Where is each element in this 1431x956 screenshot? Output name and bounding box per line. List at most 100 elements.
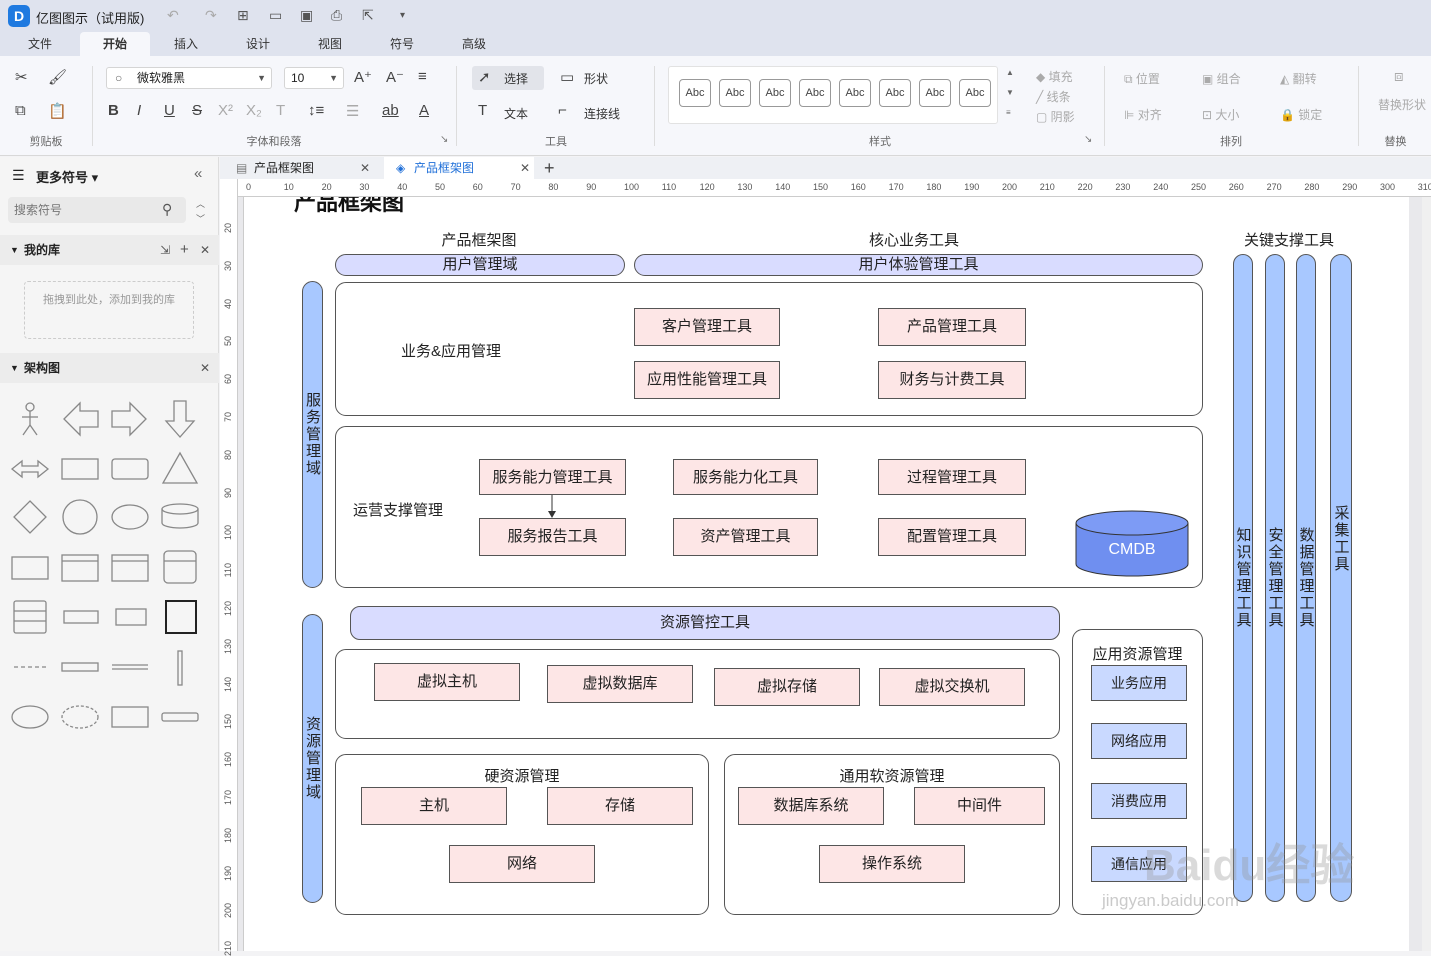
collapse-panel-icon[interactable]: «: [194, 165, 203, 182]
lock-button[interactable]: 🔒 锁定: [1280, 108, 1323, 122]
gallery-down-icon[interactable]: ▼: [1006, 88, 1014, 97]
virtual-switch-box[interactable]: 虚拟交换机: [879, 668, 1025, 706]
ux-tools-bar[interactable]: 用户体验管理工具: [634, 254, 1203, 276]
font-name-select[interactable]: 微软雅黑 ○ ▼: [106, 67, 272, 89]
paste-icon[interactable]: 📋: [48, 103, 67, 120]
virtual-host-box[interactable]: 虚拟主机: [374, 663, 520, 701]
align-text-icon[interactable]: ≡: [418, 68, 427, 85]
communication-app-box[interactable]: 通信应用: [1091, 846, 1187, 882]
bar-shape[interactable]: [61, 662, 99, 672]
finance-tool-box[interactable]: 财务与计费工具: [878, 361, 1026, 399]
export-icon[interactable]: ⇱: [362, 7, 374, 23]
my-library-header[interactable]: ▼ 我的库 ⇲ + ✕: [0, 235, 219, 265]
close-icon[interactable]: ✕: [200, 243, 211, 257]
header-key-support[interactable]: 关键支撑工具: [1243, 232, 1334, 249]
database-system-box[interactable]: 数据库系统: [738, 787, 884, 825]
panel-shape[interactable]: [111, 554, 149, 582]
container-shape[interactable]: [163, 550, 197, 584]
text-case-icon[interactable]: T: [276, 102, 286, 119]
rounded-rectangle-shape[interactable]: [111, 458, 149, 480]
window-shape[interactable]: [61, 554, 99, 582]
storage-box[interactable]: 存储: [547, 787, 693, 825]
bullet-list-icon[interactable]: ☰: [346, 103, 360, 120]
down-arrow-shape[interactable]: [164, 400, 196, 438]
tab-advanced[interactable]: 高级: [461, 37, 486, 51]
service-report-box[interactable]: 服务报告工具: [479, 518, 626, 556]
line-button[interactable]: ╱ 线条: [1036, 90, 1071, 104]
ellipse-shape[interactable]: [111, 504, 149, 530]
search-icon[interactable]: ⚲: [162, 201, 173, 217]
save-icon[interactable]: ▣: [300, 7, 314, 23]
copy-icon[interactable]: ⧉: [15, 102, 26, 119]
service-capability-mgmt-box[interactable]: 服务能力管理工具: [479, 459, 626, 495]
undo-icon[interactable]: ↶: [167, 7, 179, 23]
process-mgmt-box[interactable]: 过程管理工具: [878, 459, 1026, 495]
text-tool-button[interactable]: T 文本: [478, 102, 529, 121]
resource-control-bar[interactable]: 资源管控工具: [350, 606, 1060, 640]
subscript-icon[interactable]: X₂: [246, 102, 262, 119]
format-painter-icon[interactable]: 🖌: [48, 69, 68, 86]
font-dialog-launcher-icon[interactable]: ↘: [440, 134, 449, 145]
vertical-scrollbar[interactable]: [1422, 197, 1431, 951]
style-dialog-launcher-icon[interactable]: ↘: [1084, 134, 1093, 145]
hardware-resource-panel[interactable]: [335, 754, 709, 915]
tab-insert[interactable]: 插入: [173, 37, 198, 51]
virtual-storage-box[interactable]: 虚拟存储: [714, 668, 860, 706]
left-arrow-shape[interactable]: [63, 401, 99, 437]
virtual-database-box[interactable]: 虚拟数据库: [547, 665, 693, 703]
quick-access-dropdown-icon[interactable]: ▾: [400, 10, 406, 21]
architecture-section-header[interactable]: ▼ 架构图 ✕: [0, 353, 219, 383]
header-core-business[interactable]: 核心业务工具: [868, 232, 959, 249]
style-swatch[interactable]: Abc: [719, 79, 751, 107]
triangle-shape[interactable]: [161, 451, 199, 484]
underline-icon[interactable]: U: [164, 102, 175, 119]
close-icon[interactable]: ✕: [200, 361, 211, 375]
tab-file[interactable]: 文件: [27, 37, 52, 51]
replace-shape-button[interactable]: 替换形状: [1378, 98, 1427, 112]
bold-icon[interactable]: B: [108, 102, 119, 119]
document-tab[interactable]: ▤ 产品框架图 ✕: [224, 157, 374, 179]
style-swatch[interactable]: Abc: [679, 79, 711, 107]
style-swatch[interactable]: Abc: [959, 79, 991, 107]
library-drop-zone[interactable]: 拖拽到此处，添加到我的库: [24, 281, 194, 339]
dashed-oval-shape[interactable]: [61, 705, 99, 729]
right-arrow-shape[interactable]: [111, 401, 147, 437]
line-spacing-icon[interactable]: ↕≡: [308, 102, 325, 119]
network-box[interactable]: 网络: [449, 845, 595, 883]
product-tool-box[interactable]: 产品管理工具: [878, 308, 1026, 346]
increase-font-icon[interactable]: A⁺: [354, 69, 372, 86]
style-swatch[interactable]: Abc: [879, 79, 911, 107]
decrease-font-icon[interactable]: A⁻: [386, 69, 404, 86]
circle-shape[interactable]: [62, 499, 98, 535]
data-mgmt-pillar[interactable]: 数据管理工具: [1296, 254, 1316, 902]
cut-icon[interactable]: ✂: [15, 69, 28, 86]
customer-tool-box[interactable]: 客户管理工具: [634, 308, 780, 346]
style-swatch[interactable]: Abc: [759, 79, 791, 107]
ops-support-panel[interactable]: [335, 426, 1203, 588]
tab-view[interactable]: 视图: [317, 37, 342, 51]
print-icon[interactable]: ⎙: [331, 7, 343, 23]
text-color-icon[interactable]: A: [419, 102, 430, 119]
flip-button[interactable]: ◭ 翻转: [1280, 72, 1317, 86]
tab-design[interactable]: 设计: [245, 37, 270, 51]
security-mgmt-pillar[interactable]: 安全管理工具: [1265, 254, 1285, 902]
search-input[interactable]: [8, 197, 158, 223]
fill-button[interactable]: ◆ 填充: [1036, 70, 1073, 84]
class-shape[interactable]: [11, 556, 49, 580]
open-folder-icon[interactable]: ▭: [269, 7, 283, 23]
user-domain-bar[interactable]: 用户管理域: [335, 254, 625, 276]
service-domain-bar[interactable]: 服务管理域: [302, 281, 323, 588]
superscript-icon[interactable]: X²: [218, 102, 233, 119]
asset-mgmt-box[interactable]: 资产管理工具: [673, 518, 818, 556]
add-icon[interactable]: +: [180, 241, 189, 258]
gallery-more-icon[interactable]: ≡: [1006, 108, 1011, 117]
close-icon[interactable]: ✕: [360, 161, 371, 175]
italic-icon[interactable]: I: [137, 102, 142, 119]
software-resource-panel[interactable]: [724, 754, 1060, 915]
network-app-box[interactable]: 网络应用: [1091, 723, 1187, 759]
style-swatch[interactable]: Abc: [799, 79, 831, 107]
config-mgmt-box[interactable]: 配置管理工具: [878, 518, 1026, 556]
header-product-framework[interactable]: 产品框架图: [441, 232, 517, 249]
page[interactable]: 产品框架图 产品框架图 核心业务工具 关键支撑工具 用户管理域 用户体验管理工具…: [243, 197, 1409, 951]
host-box[interactable]: 主机: [361, 787, 507, 825]
